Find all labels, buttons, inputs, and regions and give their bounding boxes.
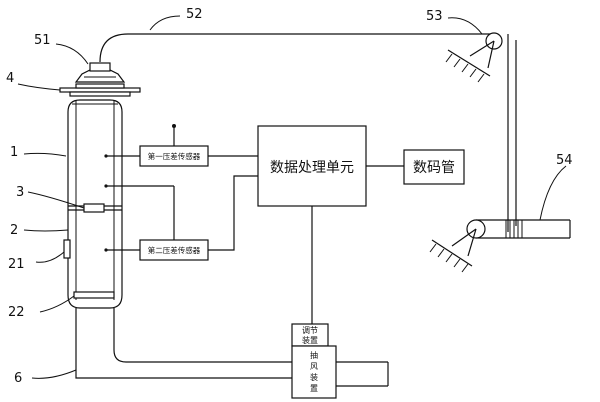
- bottom-element-22: [73, 291, 115, 299]
- fan-label-2: 风: [310, 362, 318, 371]
- ref-4: 4: [6, 71, 14, 86]
- display-box: 数码管: [403, 149, 465, 185]
- sensor-wires: [208, 155, 258, 251]
- ref-3: 3: [16, 185, 24, 200]
- leader-lines: [17, 15, 567, 379]
- display-label: 数码管: [413, 160, 455, 176]
- cable-52: [99, 33, 517, 232]
- ref-21: 21: [8, 257, 25, 272]
- top-device-51: [74, 62, 126, 83]
- ref-54: 54: [556, 153, 573, 168]
- processor-box: 数据处理单元: [257, 125, 367, 207]
- ref-52: 52: [186, 7, 203, 22]
- sensor-2-box: 第二压差传感器: [139, 239, 209, 261]
- ref-51: 51: [34, 33, 51, 48]
- side-element-21: [63, 239, 71, 259]
- fan-label-4: 置: [310, 384, 318, 393]
- ref-1: 1: [10, 145, 18, 160]
- processor-label: 数据处理单元: [270, 160, 354, 176]
- lid-4: [59, 83, 141, 97]
- fan-label-3: 装: [310, 372, 318, 382]
- ref-53: 53: [426, 9, 443, 24]
- ruler-54-ticks: [505, 220, 523, 238]
- ref-6: 6: [14, 371, 22, 386]
- adjust-label-1: 调节: [302, 326, 318, 335]
- ref-22: 22: [8, 305, 25, 320]
- pulley-53: [445, 32, 503, 83]
- pipe-6: [75, 308, 389, 387]
- tap-wires: [104, 124, 176, 252]
- adjust-label-2: 装置: [302, 335, 318, 345]
- sensor-1-box: 第一压差传感器: [139, 145, 209, 167]
- sensor-2-label: 第二压差传感器: [148, 245, 201, 255]
- ref-2: 2: [10, 223, 18, 238]
- adjust-device-box: 调节 装置: [291, 323, 329, 347]
- fan-label-1: 抽: [310, 350, 318, 360]
- sensor-1-label: 第一压差传感器: [148, 151, 201, 161]
- lower-pulley: [429, 219, 571, 273]
- fan-device-box: 抽 风 装 置: [291, 345, 337, 399]
